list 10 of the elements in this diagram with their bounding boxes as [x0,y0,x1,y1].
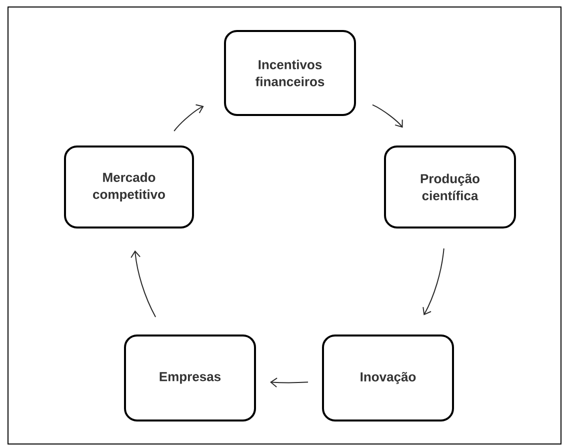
arrow [422,248,444,316]
arrow [130,250,156,318]
arrow [372,104,403,128]
arrow [270,378,309,388]
arrow [174,104,204,132]
process-box: Mercado competitivo [64,146,194,228]
process-box: Inovação [322,334,454,422]
process-box: Produção científica [384,146,516,228]
process-box: Incentivos financeiros [224,30,356,116]
process-box: Empresas [124,334,256,422]
